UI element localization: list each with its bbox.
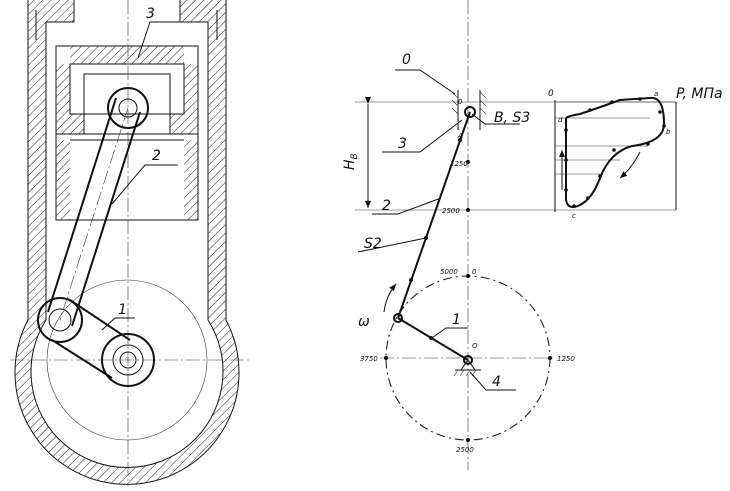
ground-support-icon bbox=[453, 359, 481, 377]
label-stroke: HB bbox=[342, 153, 360, 170]
label-crank-link: 1 bbox=[452, 312, 461, 328]
label-piston: 3 bbox=[146, 6, 155, 22]
label-slider: 3 bbox=[398, 136, 407, 152]
rotation-arrow-icon bbox=[383, 283, 397, 313]
label-pt-a: a bbox=[654, 90, 658, 98]
hatch-pattern-icon bbox=[15, 0, 240, 485]
label-origin-diag: 0 bbox=[458, 98, 463, 106]
label-mark-2500: 2500 bbox=[442, 207, 460, 215]
label-point-b: B, S3 bbox=[494, 110, 530, 126]
section-view: 3 2 1 bbox=[10, 0, 250, 486]
label-circle-5000: 5000 bbox=[440, 268, 458, 276]
pressure-indicator-diagram: a b c d 0 P, МПа bbox=[548, 86, 723, 220]
kinematic-scheme: HB 0 B, S3 0 A 3 2 S2 1250 2500 5000 0 bbox=[342, 0, 723, 470]
label-ground: 4 bbox=[492, 374, 501, 390]
label-omega: ω bbox=[358, 314, 370, 330]
label-slider-a: A bbox=[457, 132, 463, 140]
label-rod: 2 bbox=[152, 148, 161, 164]
label-s2: S2 bbox=[364, 236, 382, 252]
label-pt-c: c bbox=[572, 212, 576, 220]
label-circle-2500: 2500 bbox=[456, 446, 474, 454]
label-mark-1250: 1250 bbox=[450, 160, 468, 168]
label-pressure-axis: P, МПа bbox=[676, 86, 723, 102]
label-conrod: 2 bbox=[382, 198, 391, 214]
label-frame: 0 bbox=[402, 52, 411, 68]
label-pt-d: d bbox=[558, 116, 563, 124]
label-pt-b: b bbox=[666, 128, 671, 136]
label-origin-top: 0 bbox=[548, 89, 554, 99]
label-pivot-o: O bbox=[472, 342, 478, 350]
label-circle-3750: 3750 bbox=[360, 355, 378, 363]
label-crank: 1 bbox=[118, 302, 127, 318]
label-circle-0: 0 bbox=[472, 268, 477, 276]
label-circle-1250: 1250 bbox=[557, 355, 575, 363]
